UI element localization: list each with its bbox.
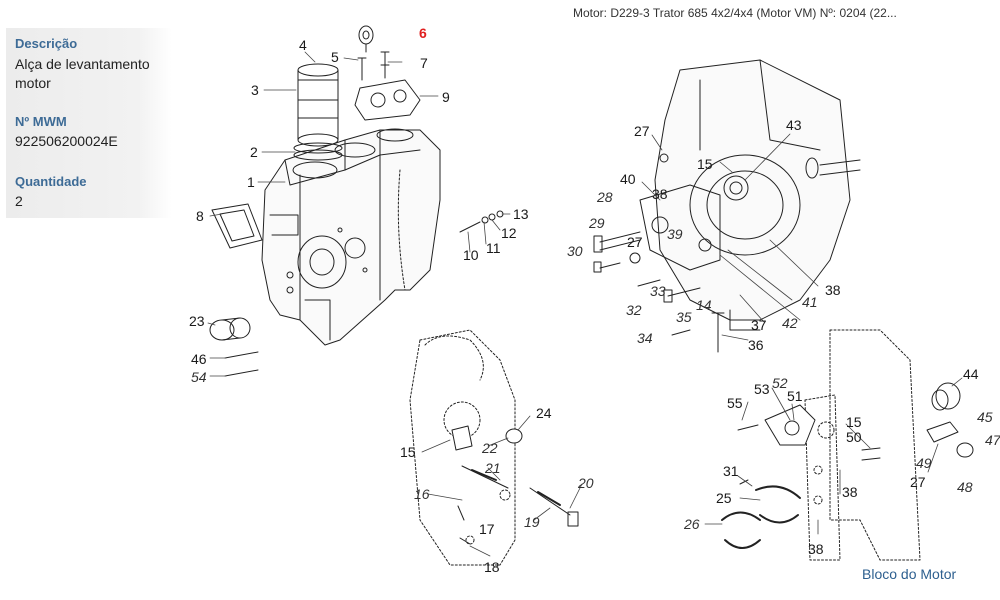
page-header-title: Motor: D229-3 Trator 685 4x2/4x4 (Motor … — [573, 6, 897, 20]
callout-33: 33 — [650, 283, 666, 299]
callout-labels: 6 4 5 7 3 9 2 1 8 13 12 11 10 23 46 54 2… — [189, 25, 1000, 575]
callout-55: 55 — [727, 395, 743, 411]
part-info-panel: Descrição Alça de levantamento motor Nº … — [6, 28, 172, 218]
callout-34: 34 — [637, 330, 653, 346]
callout-28: 28 — [596, 189, 613, 205]
callout-45: 45 — [977, 409, 993, 425]
callout-49: 49 — [916, 455, 932, 471]
callout-1: 1 — [247, 174, 255, 190]
quantity-value: 2 — [15, 193, 23, 209]
callout-13: 13 — [513, 206, 529, 222]
callout-17: 17 — [479, 521, 495, 537]
callout-21: 21 — [484, 460, 501, 476]
callout-47: 47 — [985, 432, 1000, 448]
callout-11: 11 — [486, 240, 501, 256]
rear-plate-drawing — [639, 59, 861, 331]
callout-6: 6 — [419, 25, 427, 41]
callout-46: 46 — [191, 351, 207, 367]
callout-15-right: 15 — [846, 414, 862, 430]
description-value-line2: motor — [15, 75, 51, 91]
callout-15-mid: 15 — [400, 444, 416, 460]
block-side-drawing — [804, 329, 921, 561]
callout-53: 53 — [754, 381, 770, 397]
cylinder-liner-drawing — [297, 63, 339, 147]
callout-48: 48 — [957, 479, 973, 495]
callout-51: 51 — [787, 388, 803, 404]
callout-8: 8 — [196, 208, 204, 224]
lifting-eye-part-6 — [358, 25, 374, 53]
callout-2: 2 — [250, 144, 258, 160]
callout-43: 43 — [786, 117, 802, 133]
callout-14: 14 — [696, 297, 712, 313]
callout-38-top: 38 — [652, 186, 668, 202]
mwm-number-label: Nº MWM — [15, 114, 67, 129]
callout-18: 18 — [484, 559, 500, 575]
callout-3: 3 — [251, 82, 259, 98]
callout-26: 26 — [683, 516, 700, 532]
callout-12: 12 — [501, 225, 517, 241]
callout-7: 7 — [420, 55, 428, 71]
callout-50: 50 — [846, 429, 862, 445]
callout-30: 30 — [567, 243, 583, 259]
callout-25: 25 — [716, 490, 732, 506]
callout-38-right: 38 — [825, 282, 841, 298]
callout-27-top: 27 — [634, 123, 650, 139]
callout-35: 35 — [676, 309, 692, 325]
callout-39: 39 — [667, 226, 683, 242]
callout-36: 36 — [748, 337, 764, 353]
callout-22: 22 — [481, 440, 498, 456]
callout-54: 54 — [191, 369, 207, 385]
callout-40: 40 — [620, 171, 636, 187]
callout-24: 24 — [536, 405, 552, 421]
engine-block-drawing — [261, 128, 441, 346]
callout-31: 31 — [723, 463, 739, 479]
mwm-number-value: 922506200024E — [15, 133, 118, 149]
description-value-line1: Alça de levantamento — [15, 56, 150, 72]
callout-44: 44 — [963, 366, 979, 382]
callout-27-right: 27 — [910, 474, 926, 490]
diagram-caption: Bloco do Motor — [862, 566, 957, 582]
callout-5: 5 — [331, 49, 339, 65]
callout-37: 37 — [751, 317, 767, 333]
callout-16: 16 — [414, 486, 430, 502]
callout-29: 29 — [588, 215, 605, 231]
callout-38-lower: 38 — [842, 484, 858, 500]
description-label: Descrição — [15, 36, 78, 51]
callout-4: 4 — [299, 37, 307, 53]
callout-52: 52 — [772, 375, 788, 391]
callout-9: 9 — [442, 89, 450, 105]
callout-38-bottom: 38 — [808, 541, 824, 557]
callout-19: 19 — [524, 514, 540, 530]
callout-32: 32 — [626, 302, 642, 318]
quantity-label: Quantidade — [15, 174, 87, 189]
callout-20: 20 — [577, 475, 594, 491]
callout-23: 23 — [189, 313, 205, 329]
callout-42: 42 — [782, 315, 798, 331]
callout-41: 41 — [802, 294, 818, 310]
callout-15-top: 15 — [697, 156, 713, 172]
callout-10: 10 — [463, 247, 479, 263]
callout-27-mid: 27 — [627, 234, 643, 250]
